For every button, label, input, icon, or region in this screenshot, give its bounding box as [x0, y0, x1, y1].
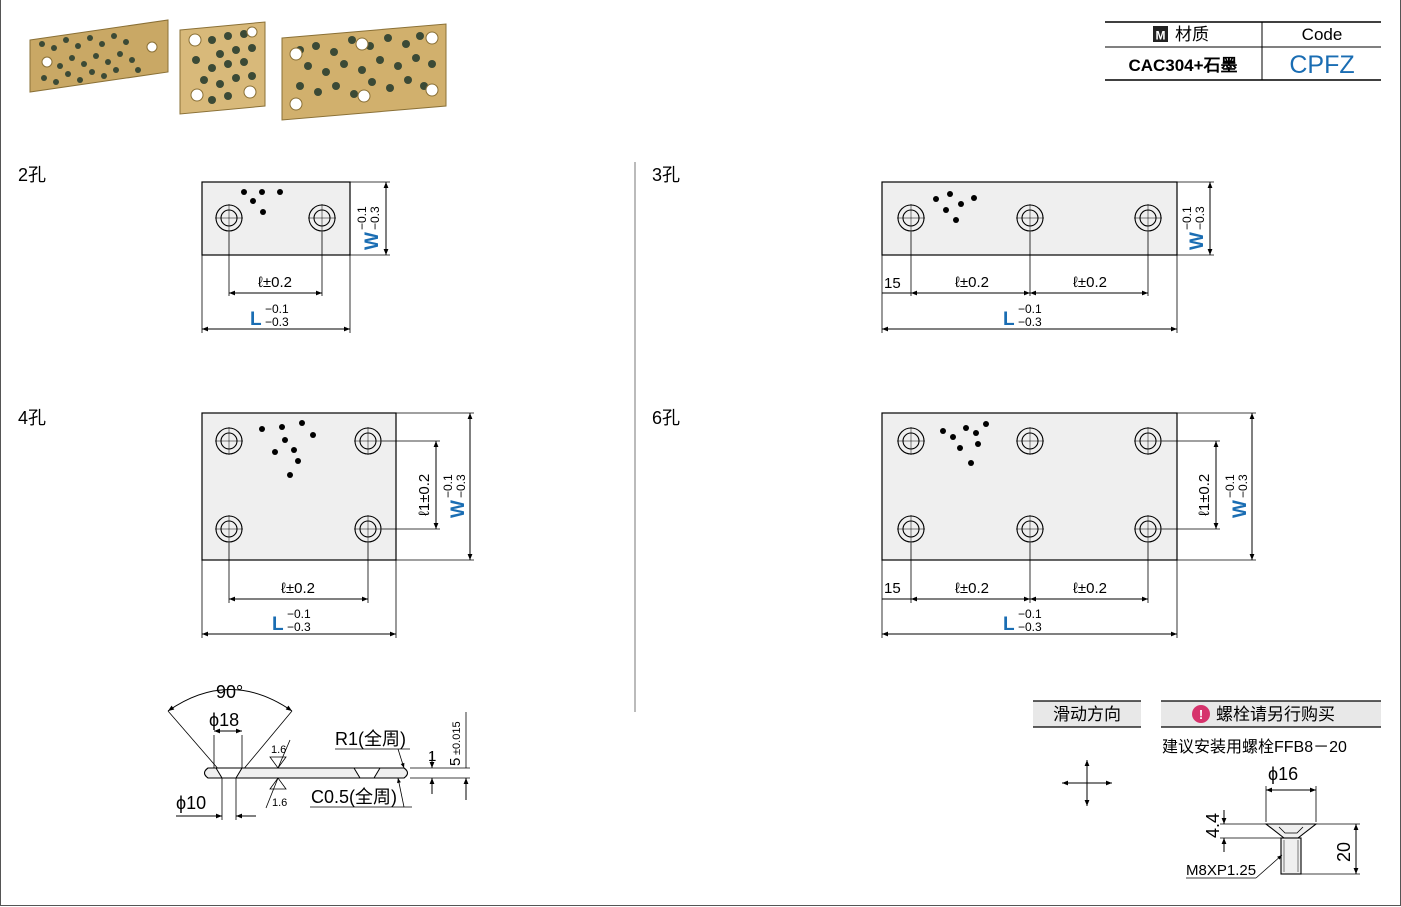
dim-W-tol-upper: −0.1	[355, 206, 369, 230]
bolt-section: ! 螺栓请另行购买 建议安装用螺栓FFB8－20 ϕ16 4.4 20 M8XP…	[1161, 700, 1381, 879]
dim-L-tol-lower: −0.3	[1018, 315, 1042, 329]
dim-L-tol-upper: −0.1	[265, 302, 289, 316]
dim-L: L	[1003, 309, 1015, 330]
dim-L-tol-lower: −0.3	[265, 315, 289, 329]
dim-W-tol-lower: −0.3	[1193, 206, 1207, 230]
dim-L: L	[1003, 614, 1015, 635]
view-title-4-hole: 4孔	[18, 408, 46, 428]
view-four-hole: 4孔 ℓ±0.2 L −0.1 −0.3 ℓ1±0.2 W −0.1	[18, 408, 474, 638]
view-title-2-hole: 2孔	[18, 165, 46, 185]
dim-l1: ℓ1±0.2	[1196, 474, 1213, 516]
product-photo-2	[179, 21, 266, 115]
product-photo-3	[281, 23, 447, 121]
dim-dia18: ϕ18	[209, 710, 239, 730]
material-m-icon	[1153, 26, 1168, 42]
material-header: 材质	[1175, 25, 1209, 44]
roughness-top: 1.6	[271, 744, 286, 756]
view-title-3-hole: 3孔	[652, 165, 680, 185]
bolt-recommendation: 建议安装用螺栓FFB8－20	[1162, 738, 1347, 756]
dim-W: W	[1187, 232, 1208, 250]
slide-direction: 滑动方向	[1033, 700, 1141, 806]
dim-thk5-tol: ±0.015	[451, 721, 463, 755]
dim-W-tol-lower: −0.3	[1236, 474, 1250, 498]
bolt-head	[1264, 823, 1318, 839]
dim-L: L	[250, 309, 262, 330]
dim-head-4-4: 4.4	[1203, 813, 1223, 838]
dim-W: W	[448, 500, 469, 518]
dim-l: ℓ±0.2	[1073, 580, 1107, 597]
dim-W-tol-upper: −0.1	[1180, 206, 1194, 230]
dim-l1: ℓ1±0.2	[416, 474, 433, 516]
bolt-note-label: 螺栓请另行购买	[1216, 705, 1335, 724]
roughness-bottom: 1.6	[272, 797, 287, 809]
section-view: 90° ϕ18 ϕ10 1.6 1.6 R1(全周) C0.5(全周) 1 5	[167, 682, 470, 820]
graphite-plugs	[241, 189, 283, 215]
graphite-plugs	[933, 191, 977, 223]
dim-L-tol-lower: −0.3	[1018, 620, 1042, 634]
dim-dia10: ϕ10	[176, 793, 206, 813]
dim-W-tol-upper: −0.1	[1223, 474, 1237, 498]
dim-L-tol-upper: −0.1	[287, 607, 311, 621]
svg-text:!: !	[1199, 707, 1203, 722]
dim-l: ℓ±0.2	[955, 580, 989, 597]
code-header: Code	[1302, 25, 1343, 44]
material-table: M 材质 Code CAC304+石墨 CPFZ	[1105, 21, 1381, 81]
code-value: CPFZ	[1289, 51, 1354, 79]
slide-direction-box	[1033, 701, 1141, 727]
dim-thk1: 1	[428, 748, 436, 765]
dim-dia16: ϕ16	[1268, 764, 1298, 784]
view-title-6-hole: 6孔	[652, 408, 680, 428]
dim-L-tol-lower: −0.3	[287, 620, 311, 634]
r1-note: R1(全周)	[335, 729, 406, 749]
graphite-plugs	[940, 421, 989, 466]
graphite-plugs	[259, 420, 316, 478]
slide-direction-label: 滑动方向	[1053, 705, 1121, 724]
dim-W-tol-lower: −0.3	[368, 206, 382, 230]
dim-W-tol-upper: −0.1	[441, 474, 455, 498]
plate-outline	[881, 181, 1178, 256]
material-m-icon-letter: M	[1156, 29, 1166, 43]
plate-outline	[881, 412, 1178, 561]
dim-l: ℓ±0.2	[258, 274, 292, 291]
dim-15: 15	[884, 275, 901, 292]
dim-W: W	[1230, 500, 1251, 518]
view-six-hole: 6孔 15 ℓ±0.2 ℓ±0.2 L −0.1 −0.3 ℓ1±0.2	[652, 408, 1256, 638]
dim-length-20: 20	[1334, 842, 1354, 862]
bolt-thread: M8XP1.25	[1186, 862, 1256, 879]
plate-outline	[201, 181, 351, 256]
dim-W-tol-lower: −0.3	[454, 474, 468, 498]
dim-15: 15	[884, 580, 901, 597]
view-three-hole: 3孔 15 ℓ±0.2 ℓ±0.2 L −0.1 −0.3 W −0.1 −0.…	[652, 165, 1214, 333]
plate-outline	[201, 412, 397, 561]
material-value: CAC304+石墨	[1128, 56, 1237, 75]
view-two-hole: 2孔 ℓ±0.2 L −0.1 −0.3 W −0.1 −0.3	[18, 165, 390, 333]
dim-L: L	[272, 614, 284, 635]
dim-l: ℓ±0.2	[955, 274, 989, 291]
dim-l: ℓ±0.2	[1073, 274, 1107, 291]
dim-W: W	[362, 232, 383, 250]
dim-thk5: 5	[447, 758, 464, 766]
angle-90: 90°	[216, 682, 243, 702]
c05-note: C0.5(全周)	[311, 787, 397, 807]
product-photos	[29, 19, 447, 121]
product-photo-1	[29, 19, 169, 93]
dim-L-tol-upper: −0.1	[1018, 302, 1042, 316]
four-way-arrow-icon	[1062, 760, 1112, 806]
dim-l: ℓ±0.2	[281, 580, 315, 597]
exclamation-icon	[1192, 705, 1210, 723]
dim-L-tol-upper: −0.1	[1018, 607, 1042, 621]
